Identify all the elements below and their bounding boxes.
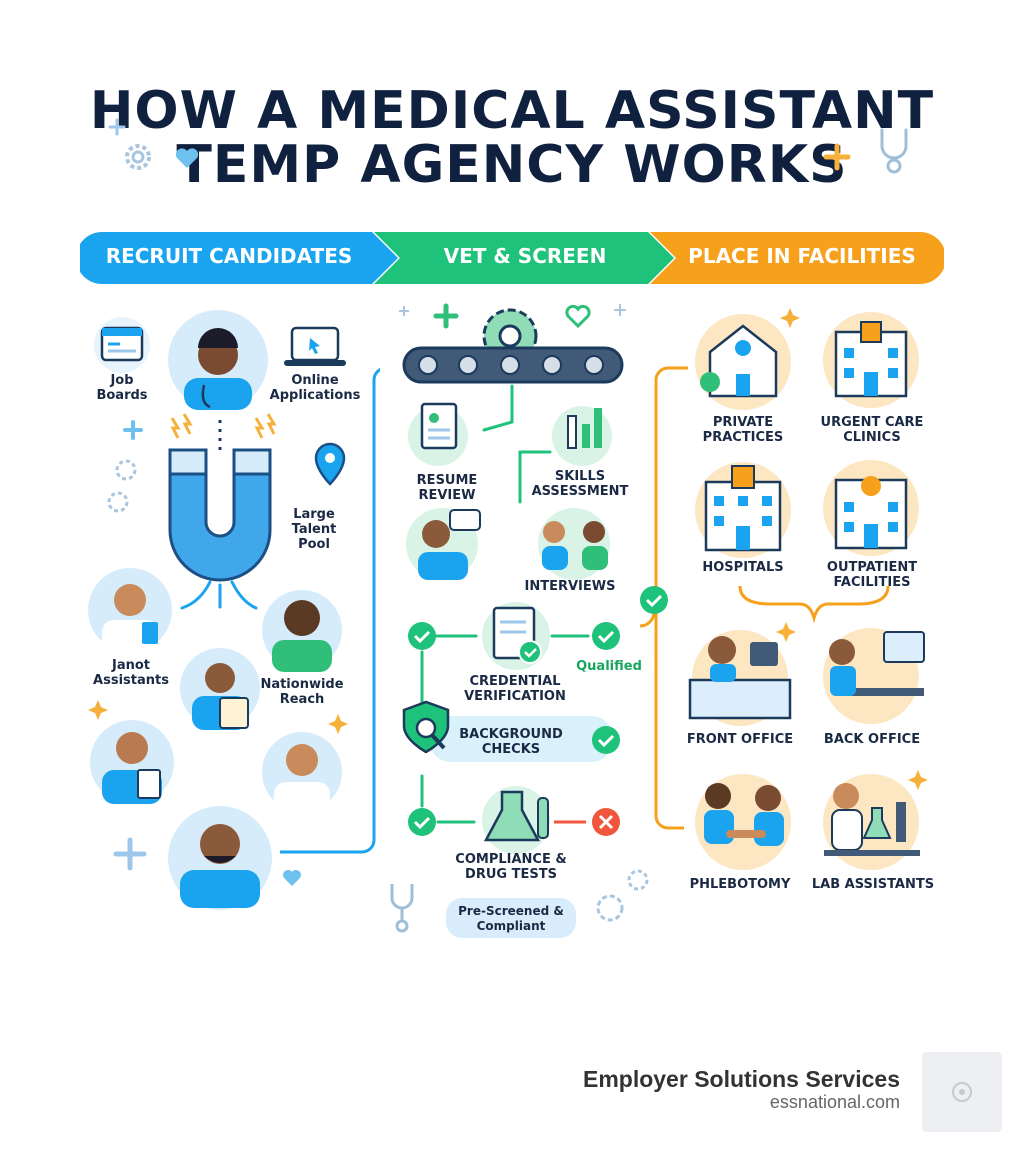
stage-3-chevron — [650, 232, 944, 284]
sparkle-icons — [170, 413, 277, 439]
location-pin-icon — [314, 442, 346, 486]
credential-verification-label: CREDENTIAL VERIFICATION — [464, 674, 566, 704]
stage-banner — [80, 232, 944, 284]
phlebotomy-label: PHLEBOTOMY — [689, 877, 791, 892]
arrow — [482, 384, 514, 432]
nurse-avatar-nationwide — [262, 590, 342, 672]
urgent-care-label: URGENT CARE CLINICS — [820, 415, 924, 445]
background-checks-box — [430, 716, 612, 762]
back-office-icon — [823, 628, 925, 724]
background-checks-label: BACKGROUND CHECKS — [459, 727, 563, 757]
title-line-2: TEMP AGENCY WORKS — [176, 135, 848, 195]
logo-icon — [952, 1082, 972, 1102]
nurse-avatar-bottom-right — [262, 732, 342, 812]
footer-logo-box — [922, 1052, 1002, 1132]
skills-chart-icon — [552, 406, 612, 466]
nationwide-reach-label: Nationwide Reach — [260, 677, 344, 707]
footer-url: essnational.com — [769, 1092, 900, 1112]
phlebotomy-icon — [695, 774, 791, 870]
laptop-icon — [284, 326, 346, 366]
sparkle-icon — [88, 700, 348, 734]
plus-icon — [823, 143, 851, 171]
skills-assessment-label: SKILLS ASSESSMENT — [531, 469, 629, 499]
lab-assistants-label: LAB ASSISTANTS — [811, 877, 935, 892]
resume-review-label: RESUME REVIEW — [416, 473, 478, 503]
heart-icon — [283, 870, 301, 886]
nurse-avatar-bottom-main — [168, 806, 272, 910]
urgent-care-icon — [823, 312, 919, 408]
flask-icon — [482, 786, 550, 854]
hospitals-label: HOSPITALS — [702, 560, 784, 575]
place-illustration — [640, 308, 928, 870]
private-practice-icon — [695, 314, 791, 410]
stage-1-chevron — [80, 232, 398, 284]
stage-vet-label: VET & SCREEN — [443, 244, 607, 268]
bracket — [738, 585, 890, 624]
check-icon — [408, 808, 436, 836]
vet-illustration — [390, 303, 649, 933]
nurse-avatar-janot — [88, 568, 172, 652]
private-practices-label: PRIVATE PRACTICES — [702, 415, 784, 445]
back-office-label: BACK OFFICE — [823, 732, 921, 747]
gear-icon — [107, 459, 137, 513]
sparkle-icon — [776, 308, 928, 790]
nurse-avatar-top — [168, 310, 268, 410]
reject-icon — [592, 808, 620, 836]
qualified-label: Qualified — [576, 659, 642, 674]
title-decoration-right — [823, 128, 908, 174]
online-applications-label: Online Applications — [269, 373, 361, 403]
title-line-1: HOW A MEDICAL ASSISTANT — [89, 81, 935, 141]
front-office-label: FRONT OFFICE — [686, 732, 794, 747]
shield-search-icon — [402, 700, 450, 754]
gear-icon — [596, 869, 649, 922]
heart-icon — [565, 304, 591, 329]
sparkle-icon — [399, 304, 626, 316]
plus-icon — [433, 303, 459, 329]
nurse-avatar-bottom-left — [90, 720, 174, 804]
connector-recruit-to-vet — [280, 367, 380, 854]
stethoscope-icon — [880, 128, 908, 174]
check-icon — [640, 586, 668, 614]
front-office-icon — [688, 630, 792, 726]
job-boards-label: Job Boards — [96, 373, 148, 403]
stage-2-chevron — [374, 232, 674, 284]
magnet-icon — [168, 448, 272, 582]
recruit-illustration — [88, 310, 380, 910]
plus-icon — [123, 420, 143, 440]
resume-icon — [408, 402, 468, 466]
handshake-icon — [538, 508, 610, 580]
janot-assistants-label: Janot Assistants — [93, 658, 169, 688]
large-talent-pool-label: Large Talent Pool — [291, 507, 337, 552]
interviews-label: INTERVIEWS — [524, 579, 616, 594]
plus-icon — [108, 118, 126, 136]
stage-place-label: PLACE IN FACILITIES — [688, 244, 916, 268]
plus-icon — [113, 837, 147, 871]
pre-screened-badge: Pre-Screened & Compliant — [446, 898, 576, 938]
check-icon — [408, 622, 436, 650]
outpatient-label: OUTPATIENT FACILITIES — [826, 560, 918, 590]
gear-icon — [125, 144, 151, 170]
hospital-icon — [695, 462, 791, 558]
stethoscope-icon — [390, 884, 414, 933]
heart-icon — [175, 148, 199, 168]
check-icon — [592, 726, 620, 754]
lab-assistant-icon — [823, 774, 920, 870]
check-icon — [592, 622, 620, 650]
interview-nurse-icon — [406, 508, 481, 580]
footer-company: Employer Solutions Services — [582, 1066, 900, 1092]
compliance-drug-tests-label: COMPLIANCE & DRUG TESTS — [455, 852, 567, 882]
credential-document-icon — [482, 602, 550, 670]
nurse-avatar-center — [180, 648, 260, 730]
job-board-icon — [94, 317, 150, 373]
title-decoration-left — [108, 118, 199, 170]
outpatient-icon — [823, 460, 919, 556]
stage-recruit-label: RECRUIT CANDIDATES — [105, 244, 353, 268]
